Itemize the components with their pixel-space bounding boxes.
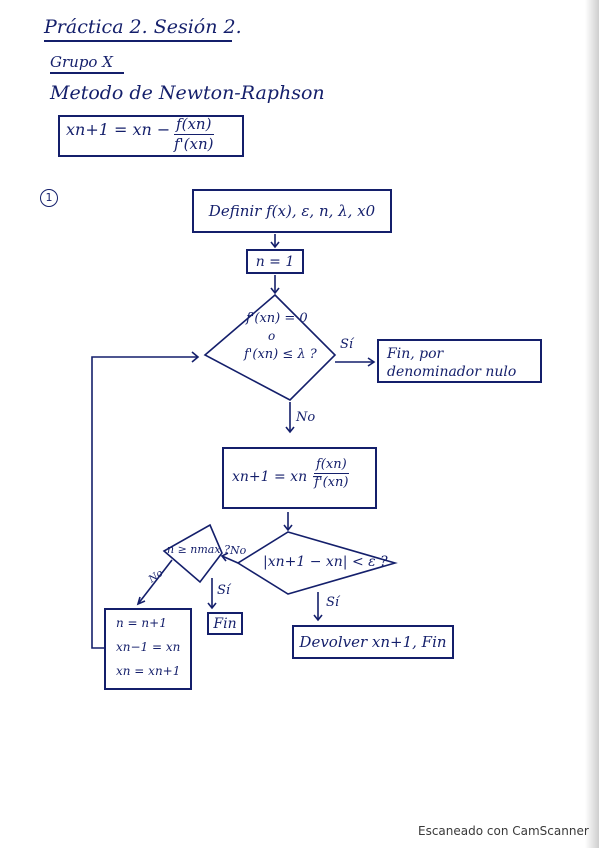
update-denominator: f'(xn) [314,475,349,490]
end-null-box: Fin, por denominador nulo [377,339,542,383]
iter-line-2: xn−1 = xn [116,640,181,654]
formula-box [58,115,244,157]
yes-label-1: Sí [340,337,354,352]
max-iter-text: n ≥ nmax ? [167,543,230,556]
step-number: 1 [40,189,58,207]
page-title: Práctica 2. Sesión 2. [44,16,242,38]
yes-label-3: Sí [326,595,340,610]
define-box: Definir f(x), ε, n, λ, x0 [192,189,392,233]
formula-denominator: f'(xn) [174,135,214,153]
no-label-1: No [296,410,316,425]
scan-edge-shadow [585,0,599,848]
update-numerator: f(xn) [314,457,349,474]
update-box: xn+1 = xn − [222,447,377,509]
group-label: Grupo X [50,53,113,71]
iter-line-1: n = n+1 [116,616,167,630]
no-label-2: No [230,544,247,557]
decision-convergence [236,531,398,595]
formula-numerator: f(xn) [174,117,214,135]
title-underline [44,40,232,42]
yes-label-2: Sí [217,583,231,598]
decision-max-iterations [162,523,223,584]
group-underline [50,72,124,74]
init-box: n = 1 [246,249,304,274]
formula-lhs: xn+1 = xn − [66,120,171,139]
decision-derivative-zero [203,293,337,401]
convergence-text: |xn+1 − xn| < ε ? [263,554,388,570]
decision-line-2: o [268,329,276,343]
iteration-box: n = n+1 xn−1 = xn xn = xn+1 [104,608,192,690]
return-box: Devolver xn+1, Fin [292,625,454,659]
formula-fraction: f(xn) f'(xn) [174,117,214,152]
scanner-watermark: Escaneado con CamScanner [418,824,589,838]
decision-line-3: f'(xn) ≤ λ ? [244,347,317,362]
iter-line-3: xn = xn+1 [116,664,181,678]
update-lhs: xn+1 = xn − [232,469,324,485]
fin-box: Fin [207,612,243,635]
decision-line-1: f'(xn) = 0 [246,311,308,326]
method-heading: Metodo de Newton-Raphson [50,82,325,104]
update-fraction: f(xn) f'(xn) [314,458,349,489]
